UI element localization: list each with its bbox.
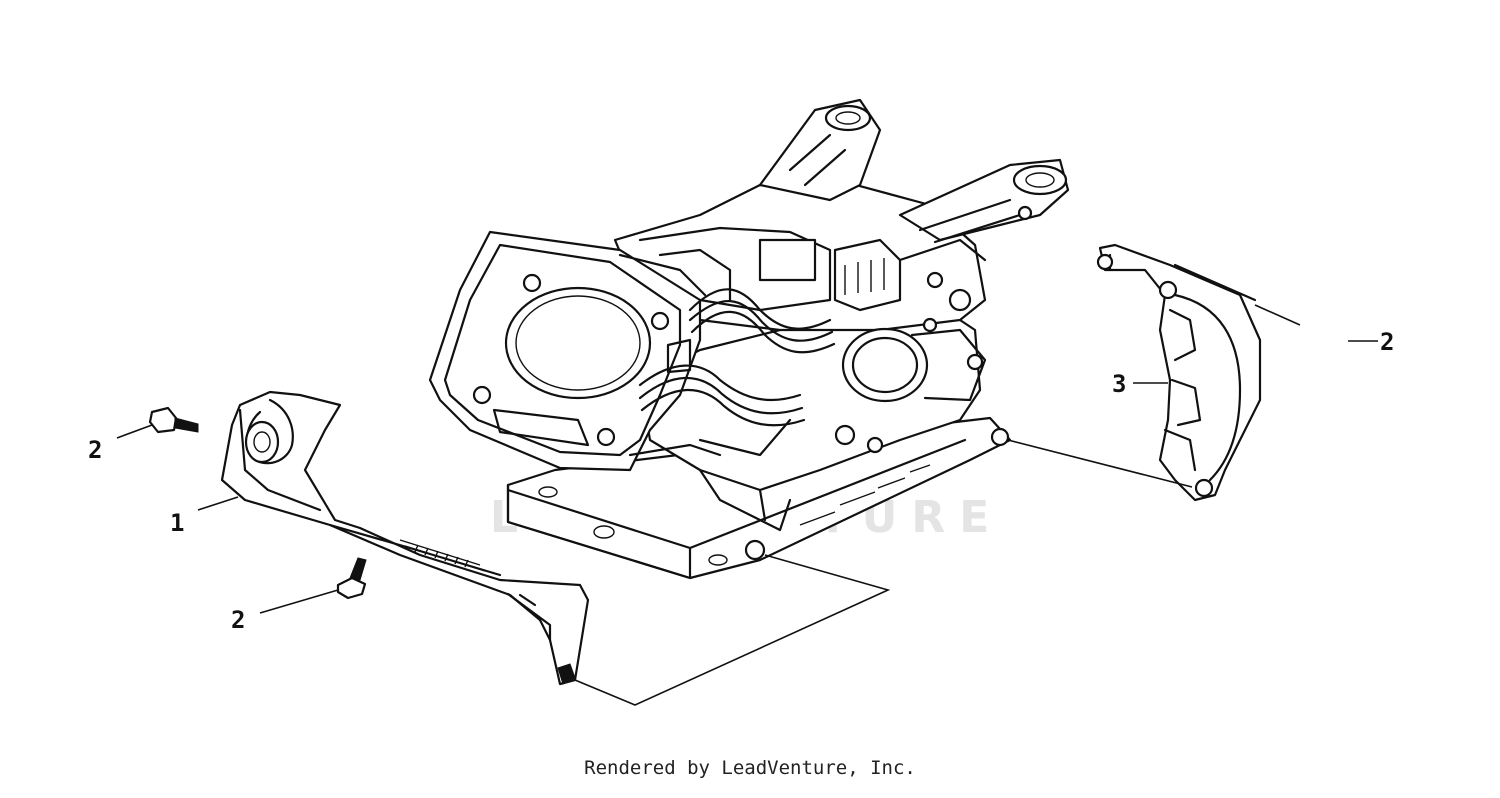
screw-part-2-left xyxy=(148,406,199,434)
callout-label-2-left: 2 xyxy=(88,436,102,464)
callout-label-3: 3 xyxy=(1112,370,1126,398)
callout-label-1: 1 xyxy=(170,509,184,537)
callout-2-right: 2 xyxy=(1348,328,1394,356)
assembly-lines xyxy=(574,304,1301,706)
callout-2-bottom: 2 xyxy=(231,589,339,634)
callout-label-2-bottom: 2 xyxy=(231,606,245,634)
callout-2-left: 2 xyxy=(88,424,153,464)
callout-3: 3 xyxy=(1112,370,1168,398)
shroud-part-1 xyxy=(220,390,590,686)
callout-label-2-right: 2 xyxy=(1380,328,1394,356)
cover-part-3 xyxy=(1096,243,1262,502)
engine-block xyxy=(428,98,1070,580)
footer-credit: Rendered by LeadVenture, Inc. xyxy=(584,757,916,779)
screw-part-2-bottom xyxy=(336,557,367,600)
callout-1: 1 xyxy=(170,496,239,537)
